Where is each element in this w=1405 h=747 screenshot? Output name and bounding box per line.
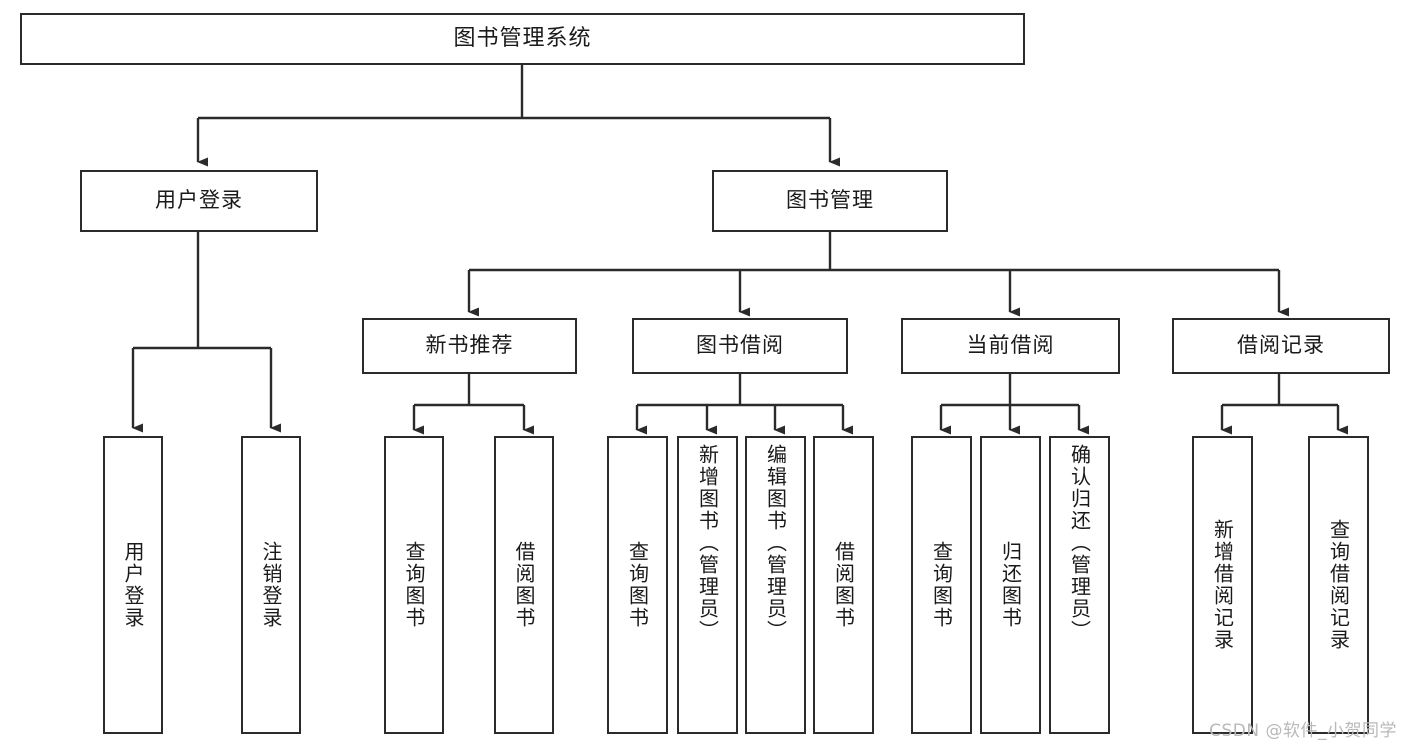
leaf-book-borrow-borrow-book[interactable]: 借阅图书 <box>813 436 874 734</box>
leaf-user-login-login[interactable]: 用户登录 <box>103 436 163 734</box>
leaf-user-login-logout[interactable]: 注销登录 <box>241 436 301 734</box>
leaf-book-borrow-add-book-admin[interactable]: 新增图书（管理员） <box>677 436 738 734</box>
node-current-borrow[interactable]: 当前借阅 <box>901 318 1120 374</box>
node-label: 查询图书 <box>402 541 426 629</box>
node-label: 编辑图书（管理员） <box>763 444 788 642</box>
leaf-borrow-record-query-record[interactable]: 查询借阅记录 <box>1308 436 1369 734</box>
node-label: 查询图书 <box>625 541 650 629</box>
leaf-new-book-query-book[interactable]: 查询图书 <box>384 436 444 734</box>
leaf-current-borrow-confirm-return-admin[interactable]: 确认归还（管理员） <box>1049 436 1110 734</box>
node-label: 确认归还（管理员） <box>1067 444 1092 642</box>
node-root-system[interactable]: 图书管理系统 <box>20 13 1025 65</box>
node-user-login[interactable]: 用户登录 <box>80 170 318 232</box>
node-label: 借阅图书 <box>831 541 856 629</box>
node-label: 注销登录 <box>259 541 283 629</box>
node-label: 查询图书 <box>929 541 954 629</box>
node-label: 图书借阅 <box>696 333 784 358</box>
node-book-borrow[interactable]: 图书借阅 <box>632 318 848 374</box>
leaf-current-borrow-return-book[interactable]: 归还图书 <box>980 436 1041 734</box>
node-label: 新增图书（管理员） <box>695 444 720 642</box>
leaf-new-book-borrow-book[interactable]: 借阅图书 <box>494 436 554 734</box>
node-label: 借阅图书 <box>512 541 536 629</box>
node-label: 图书管理 <box>786 188 874 213</box>
leaf-current-borrow-query-book[interactable]: 查询图书 <box>911 436 972 734</box>
node-label: 新书推荐 <box>425 333 514 358</box>
node-label: 用户登录 <box>155 188 243 213</box>
node-book-management[interactable]: 图书管理 <box>712 170 948 232</box>
leaf-book-borrow-edit-book-admin[interactable]: 编辑图书（管理员） <box>745 436 806 734</box>
leaf-borrow-record-add-record[interactable]: 新增借阅记录 <box>1192 436 1253 734</box>
node-label: 借阅记录 <box>1237 333 1325 358</box>
node-borrow-record[interactable]: 借阅记录 <box>1172 318 1390 374</box>
leaf-book-borrow-query-book[interactable]: 查询图书 <box>607 436 668 734</box>
node-label: 查询借阅记录 <box>1326 519 1351 651</box>
node-label: 归还图书 <box>998 541 1023 629</box>
node-label: 图书管理系统 <box>453 25 592 51</box>
node-label: 新增借阅记录 <box>1210 519 1235 651</box>
node-label: 当前借阅 <box>966 333 1055 358</box>
node-label: 用户登录 <box>121 541 145 629</box>
node-new-book-recommend[interactable]: 新书推荐 <box>362 318 577 374</box>
